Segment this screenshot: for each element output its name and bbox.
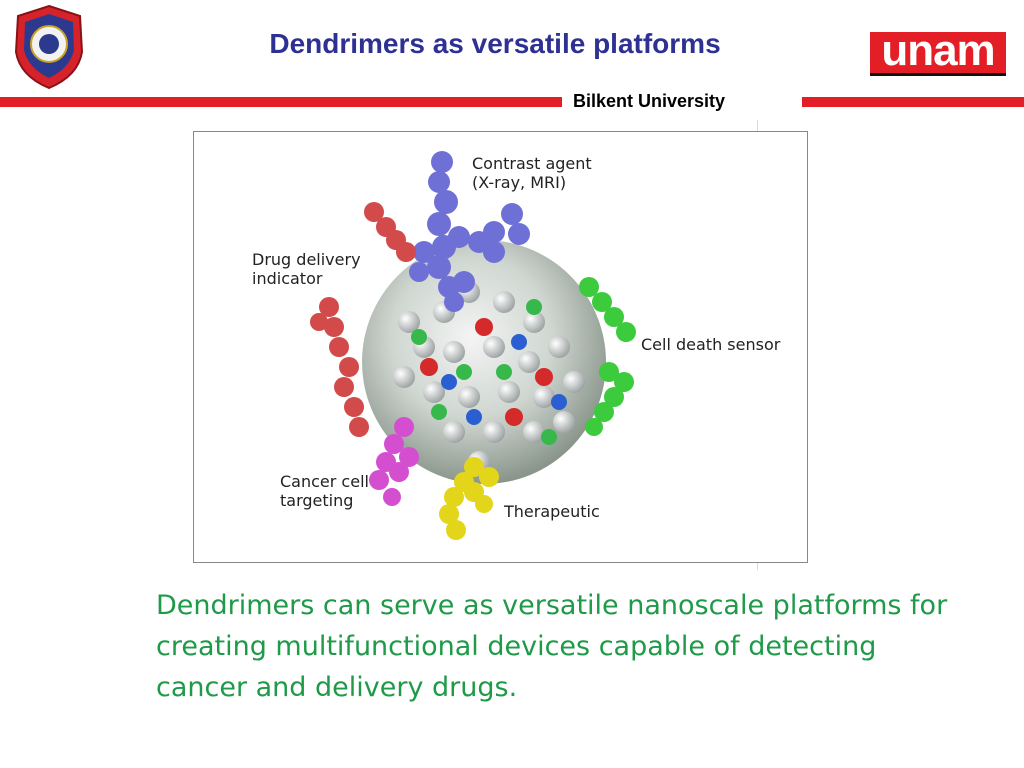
dendrimer-illustration xyxy=(310,151,636,540)
label-drug-delivery: Drug delivery indicator xyxy=(252,250,361,288)
label-cell-death: Cell death sensor xyxy=(641,335,781,354)
unam-underline xyxy=(870,73,1006,76)
drug-delivery-molecule xyxy=(310,202,416,437)
header-rule-left xyxy=(0,97,562,107)
page-title: Dendrimers as versatile platforms xyxy=(269,28,721,59)
figure-caption: Dendrimers can serve as versatile nanosc… xyxy=(156,590,948,703)
label-contrast-agent: Contrast agent (X-ray, MRI) xyxy=(472,154,592,192)
bilkent-logo xyxy=(12,4,86,90)
cancer-targeting-molecule xyxy=(369,417,419,506)
contrast-agent-molecule xyxy=(409,151,530,312)
dendrimer-core xyxy=(362,240,606,484)
cell-death-sensor-molecule xyxy=(579,277,636,436)
dendrimer-atoms xyxy=(393,281,585,473)
dendrimer-colored-atoms xyxy=(411,299,567,445)
unam-logo-text: unam xyxy=(881,26,995,75)
dendrimer-figure: Contrast agent (X-ray, MRI) Drug deliver… xyxy=(193,131,808,563)
therapeutic-molecule xyxy=(439,457,499,540)
label-cancer-targeting: Cancer cell targeting xyxy=(280,472,369,510)
header-rule-right xyxy=(802,97,1024,107)
institution-name: Bilkent University xyxy=(573,91,726,111)
label-therapeutic: Therapeutic xyxy=(504,502,600,521)
unam-logo: unam xyxy=(870,26,1006,75)
